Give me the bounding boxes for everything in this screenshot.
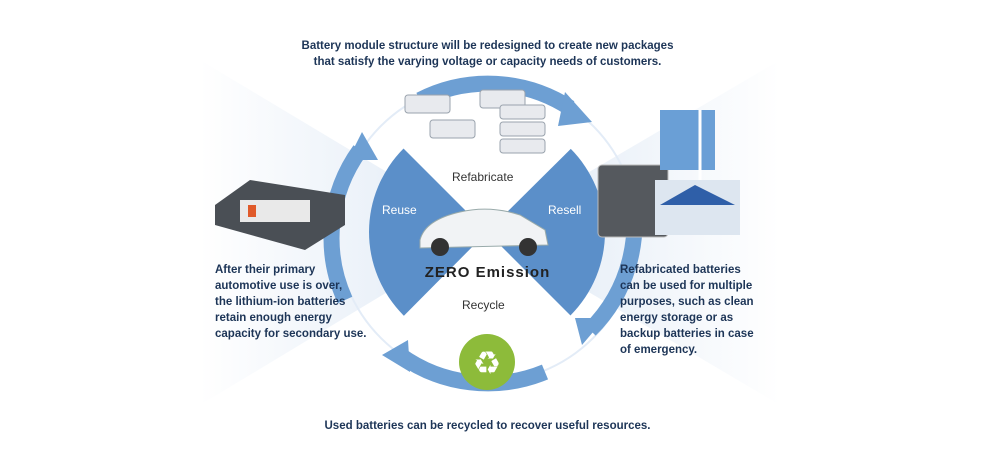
energy-storage-image (597, 110, 740, 238)
left-caption: After their primary automotive use is ov… (215, 262, 385, 342)
caption-line: backup batteries in case (620, 328, 754, 340)
label-recycle: Recycle (462, 298, 505, 312)
arrow-heads (348, 92, 605, 372)
caption-line: capacity for secondary use. (215, 328, 367, 340)
caption-line: energy storage or as (620, 312, 734, 324)
caption-line: the lithium-ion batteries (215, 296, 346, 308)
label-reuse: Reuse (382, 203, 417, 217)
label-resell: Resell (548, 203, 582, 217)
caption-line: Refabricated batteries (620, 264, 741, 276)
caption-line: can be used for multiple (620, 280, 753, 292)
caption-line: After their primary (215, 264, 316, 276)
quadrant-right (487, 114, 605, 350)
recycle-icon-bg (459, 334, 515, 390)
caption-line: that satisfy the varying voltage or capa… (313, 56, 662, 68)
caption-line: Battery module structure will be redesig… (301, 40, 674, 52)
caption-line: automotive use is over, (215, 280, 343, 292)
battery-pack-image (215, 180, 345, 250)
caption-line: purposes, such as clean (620, 296, 754, 308)
zero-emission-logo: ZERO Emission (424, 264, 551, 281)
car-image (419, 208, 549, 256)
label-refabricate: Refabricate (452, 170, 514, 184)
bottom-caption: Used batteries can be recycled to recove… (324, 420, 651, 432)
left-fan (200, 60, 487, 405)
caption-line: retain enough energy (215, 312, 332, 324)
recycle-icon: ♻ (473, 345, 502, 381)
right-caption: Refabricated batteries can be used for m… (620, 262, 790, 358)
caption-line: of emergency. (620, 344, 698, 356)
top-caption: Battery module structure will be redesig… (250, 38, 725, 70)
battery-modules-image (404, 89, 546, 154)
